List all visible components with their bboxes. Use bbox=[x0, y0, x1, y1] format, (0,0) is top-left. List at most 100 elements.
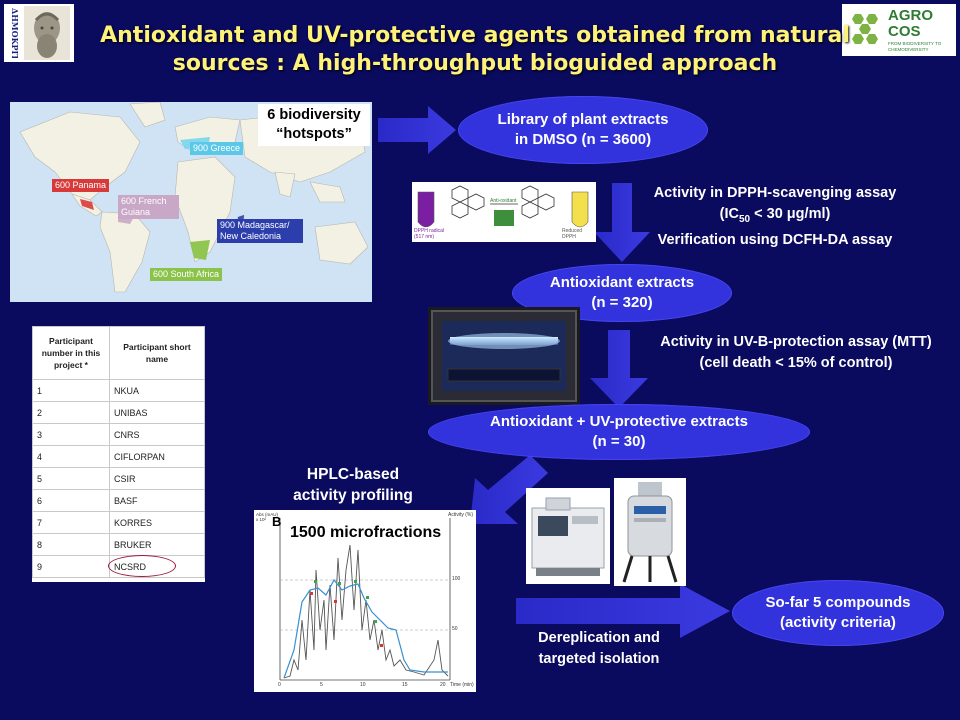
library-ellipse: Library of plant extracts in DMSO (n = 3… bbox=[458, 96, 708, 164]
table-cell-name: CIFLORPAN bbox=[109, 445, 205, 468]
agrocos-tagline: FROM BIODIVERSITY TO CHEMODIVERSITY bbox=[888, 41, 942, 52]
hplc-plot: B Abs (mAU) x 10² Activity (%) 100 50 0 … bbox=[254, 510, 476, 692]
map-label-south-africa: 600 South Africa bbox=[150, 268, 223, 281]
step-uvb-assay-text: Activity in UV-B-protection assay (MTT) … bbox=[636, 332, 956, 374]
arrow-map-to-library bbox=[378, 106, 456, 154]
title-line-2: sources : A high-throughput bioguided ap… bbox=[172, 51, 778, 76]
map-caption-line-1: 6 biodiversity bbox=[267, 107, 361, 123]
step1-line-3: Verification using DCFH-DA assay bbox=[657, 231, 893, 248]
library-line-2: in DMSO (n = 3600) bbox=[514, 131, 652, 148]
table-cell-name: KORRES bbox=[109, 511, 205, 534]
dpph-reduced-label: Reduced DPPH bbox=[562, 228, 583, 240]
mass-spectrometer-illustration bbox=[531, 497, 605, 576]
compounds-line-2: (activity criteria) bbox=[780, 614, 896, 631]
table-cell-name: NCSRD bbox=[108, 555, 205, 578]
table-cell-name: BRUKER bbox=[109, 533, 205, 556]
hplc-label-line-2: activity profiling bbox=[293, 487, 413, 504]
table-cell-number: 6 bbox=[32, 489, 110, 512]
table-cell-number: 9 bbox=[32, 555, 110, 578]
nmr-spectrometer-illustration bbox=[622, 482, 678, 583]
table-cell-name: CNRS bbox=[109, 423, 205, 446]
table-cell-number: 1 bbox=[32, 379, 110, 402]
hplc-x-axis-label: Time (min) bbox=[450, 682, 474, 688]
table-header-row: Participant number in this project * Par… bbox=[32, 326, 205, 380]
world-map: 900 Greece 600 Panama 600 French Guiana … bbox=[10, 102, 372, 302]
arrow-library-to-antioxidant bbox=[594, 183, 650, 262]
table-cell-name: CSIR bbox=[109, 467, 205, 490]
step1-ic-suffix: < 30 μg/ml) bbox=[750, 206, 831, 222]
democritus-logo: ΔΗΜΟΚΡΙΤΟΣ bbox=[4, 4, 74, 62]
compounds-ellipse: So-far 5 compounds (activity criteria) bbox=[732, 580, 944, 646]
hplc-x-tick-0: 0 bbox=[278, 682, 281, 688]
democritus-logo-text: ΔΗΜΟΚΡΙΤΟΣ bbox=[10, 8, 20, 58]
microfractions-label: 1500 microfractions bbox=[290, 524, 442, 541]
ncsrd-highlight-ellipse bbox=[108, 555, 176, 577]
step2-line-2: (cell death < 15% of control) bbox=[699, 355, 893, 371]
step2-line-1: Activity in UV-B-protection assay (MTT) bbox=[660, 334, 932, 350]
combined-line-2: (n = 30) bbox=[592, 433, 646, 450]
map-caption-line-2: “hotspots” bbox=[276, 126, 352, 142]
library-line-1: Library of plant extracts bbox=[497, 111, 669, 128]
dpph-assay-image: DPPH radical (517 nm) Anti-oxidant Reduc… bbox=[412, 182, 596, 242]
header-participant-name: Participant short name bbox=[109, 326, 205, 380]
hplc-profiling-label: HPLC-based activity profiling bbox=[268, 464, 438, 506]
step1-ic-prefix: (IC bbox=[719, 206, 739, 222]
nmr-spectrometer-photo bbox=[614, 478, 686, 586]
step-dpph-assay-text: Activity in DPPH-scavenging assay (IC50 … bbox=[640, 183, 910, 251]
hplc-plot-graphic bbox=[279, 518, 451, 681]
title-line-1: Antioxidant and UV-protective agents obt… bbox=[100, 23, 850, 48]
header-participant-number: Participant number in this project * bbox=[32, 326, 110, 380]
hplc-y-axis-label: Abs (mAU) x 10² bbox=[256, 512, 279, 522]
mass-spectrometer-photo bbox=[526, 488, 610, 584]
table-cell-number: 4 bbox=[32, 445, 110, 468]
participants-table: Participant number in this project * Par… bbox=[32, 326, 205, 582]
map-label-french-guiana: 600 French Guiana bbox=[118, 195, 179, 219]
table-cell-number: 8 bbox=[32, 533, 110, 556]
arrow-hplc-to-compounds bbox=[516, 584, 730, 638]
combined-extracts-ellipse: Antioxidant + UV-protective extracts (n … bbox=[428, 404, 810, 460]
hplc-right-axis-label: Activity (%) bbox=[448, 512, 473, 518]
page-title: Antioxidant and UV-protective agents obt… bbox=[95, 22, 855, 78]
dpph-radical-label: DPPH radical (517 nm) bbox=[414, 228, 445, 240]
step1-line-2: (IC50 < 30 μg/ml) bbox=[640, 204, 910, 230]
hplc-x-tick-10: 10 bbox=[360, 682, 366, 688]
combined-line-1: Antioxidant + UV-protective extracts bbox=[490, 413, 748, 430]
compounds-line-1: So-far 5 compounds bbox=[765, 594, 911, 611]
agrocos-logo-text: AGRO COS bbox=[888, 7, 933, 40]
table-cell-name: UNIBAS bbox=[109, 401, 205, 424]
democritus-portrait bbox=[24, 6, 70, 60]
table-cell-name: BASF bbox=[109, 489, 205, 512]
step1-line-1: Activity in DPPH-scavenging assay bbox=[653, 185, 897, 201]
map-caption: 6 biodiversity “hotspots” bbox=[258, 104, 370, 146]
dereplication-line-2: targeted isolation bbox=[538, 651, 660, 667]
antioxidant-line-1: Antioxidant extracts bbox=[549, 274, 695, 291]
hplc-label-line-1: HPLC-based bbox=[306, 466, 400, 483]
table-cell-number: 5 bbox=[32, 467, 110, 490]
dereplication-text: Dereplication and targeted isolation bbox=[516, 628, 682, 670]
hplc-panel-label: B bbox=[272, 514, 282, 529]
arrow-antioxidant-to-combined bbox=[590, 330, 648, 408]
table-cell-name: NKUA bbox=[109, 379, 205, 402]
map-label-madagascar: 900 Madagascar/ New Caledonia bbox=[217, 219, 303, 243]
dereplication-line-1: Dereplication and bbox=[538, 630, 660, 646]
agrocos-hex-icon bbox=[852, 14, 878, 44]
map-label-panama: 600 Panama bbox=[52, 179, 110, 192]
uv-lamp-illustration bbox=[431, 310, 577, 402]
map-label-greece: 900 Greece bbox=[190, 142, 244, 155]
uv-lamp-photo bbox=[428, 307, 580, 405]
dpph-illustration bbox=[417, 185, 589, 228]
hplc-right-tick-50: 50 bbox=[452, 626, 458, 632]
hplc-x-tick-5: 5 bbox=[320, 682, 323, 688]
agrocos-logo: AGRO COS FROM BIODIVERSITY TO CHEMODIVER… bbox=[842, 4, 956, 56]
arrow-combined-to-hplc bbox=[470, 455, 548, 524]
dpph-antioxidant-label: Anti-oxidant bbox=[490, 198, 517, 204]
